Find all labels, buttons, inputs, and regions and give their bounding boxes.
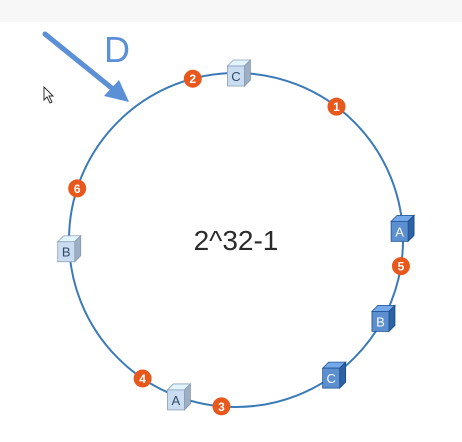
server-nodes: C A B C A B xyxy=(56,59,416,411)
hash-marker-label: 5 xyxy=(398,260,405,274)
hash-marker-5: 5 xyxy=(391,257,410,276)
server-node-c-cube-icon: C xyxy=(321,361,347,390)
server-node-a-cube-icon: A xyxy=(390,214,416,243)
incoming-key-label: D xyxy=(104,29,130,70)
hash-marker-label: 3 xyxy=(218,400,225,414)
hash-marker-6: 6 xyxy=(68,179,87,198)
cube-front-face xyxy=(57,241,76,263)
pointer-cursor-icon xyxy=(43,85,55,104)
cube-front-face xyxy=(371,311,390,332)
server-node-c-cube-icon: C xyxy=(226,59,252,87)
hash-marker-3: 3 xyxy=(212,397,231,416)
cube-front-face xyxy=(322,367,341,389)
cube-front-face xyxy=(227,65,245,87)
server-node-label: B xyxy=(62,245,71,260)
server-node-label: B xyxy=(376,314,385,329)
server-node-label: A xyxy=(395,224,404,239)
server-node-label: C xyxy=(326,371,335,386)
hash-marker-1: 1 xyxy=(327,97,346,116)
hash-marker-circle xyxy=(212,397,231,416)
hash-marker-label: 1 xyxy=(333,100,340,114)
hash-marker-4: 4 xyxy=(133,369,152,388)
hash-position-markers: 1 2 3 4 5 6 xyxy=(68,69,410,416)
top-strip xyxy=(0,0,462,22)
hash-marker-label: 4 xyxy=(139,372,146,386)
hash-marker-circle xyxy=(327,97,346,116)
server-node-b-cube-icon: B xyxy=(56,234,82,263)
hash-marker-circle xyxy=(183,69,202,88)
server-node-label: C xyxy=(231,69,240,84)
incoming-key-arrow-icon xyxy=(42,31,127,101)
hash-marker-circle xyxy=(68,179,87,198)
incoming-arrowhead-icon xyxy=(104,80,129,102)
ring-range-label: 2^32-1 xyxy=(194,225,279,256)
hash-marker-2: 2 xyxy=(183,69,202,88)
hash-marker-circle xyxy=(133,369,152,388)
server-node-a-cube-icon: A xyxy=(166,382,192,411)
hash-marker-label: 6 xyxy=(74,182,81,196)
hash-marker-circle xyxy=(391,257,410,276)
cube-front-face xyxy=(390,220,409,242)
hash-marker-label: 2 xyxy=(189,72,196,86)
server-node-label: A xyxy=(172,393,181,408)
server-node-b-cube-icon: B xyxy=(370,304,396,333)
cube-front-face xyxy=(166,389,185,411)
